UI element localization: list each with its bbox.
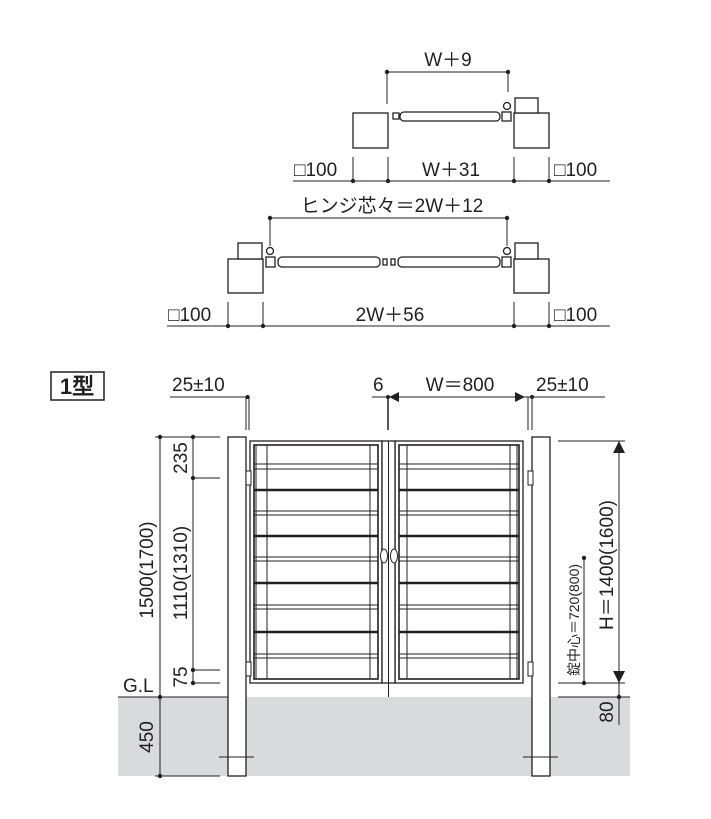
- gate-leaves: [245, 440, 534, 697]
- plan-single-gate: W＋9 □100 W＋31 □100: [293, 50, 610, 184]
- plan-single-post-right: □100: [554, 160, 597, 181]
- hinge: [527, 470, 534, 486]
- post-right: [513, 258, 550, 294]
- gate-leaf-left: [277, 256, 381, 268]
- hinge: [245, 661, 252, 677]
- ground: [118, 697, 630, 776]
- top-offset-dim: 235: [171, 442, 192, 474]
- gate-leaf: [249, 440, 383, 684]
- plan-double-top-dim: ヒンジ芯々＝2W＋12: [301, 195, 484, 217]
- type-label: 1型: [60, 374, 94, 399]
- width-dim: W＝800: [426, 375, 495, 396]
- plan-single-post-left: □100: [294, 160, 337, 181]
- gate-leaf: [394, 440, 524, 684]
- ground-label: G.L: [123, 676, 154, 697]
- post-height-dim: 1500(1700): [137, 521, 158, 618]
- gate-leaf-right: [397, 256, 501, 268]
- center-gap-dim: 6: [373, 375, 384, 396]
- gate-leaf: [399, 111, 501, 122]
- plan-double-gate: ヒンジ芯々＝2W＋12 □100 2W＋56 □100: [167, 195, 610, 329]
- post-left: [352, 112, 389, 149]
- plan-double-bottom-dim: 2W＋56: [356, 305, 425, 326]
- plan-double-post-right: □100: [554, 305, 597, 326]
- gap-right-dim: 25±10: [536, 375, 589, 396]
- post-left: [227, 258, 264, 294]
- type-label-box: [50, 371, 105, 401]
- ground-clearance-dim: 80: [597, 701, 618, 722]
- post-left: [227, 436, 247, 777]
- middle-dim: 1110(1310): [171, 526, 192, 620]
- plan-double-post-left: □100: [168, 305, 211, 326]
- lock-center-dim: 錠中心＝720(800): [566, 564, 582, 676]
- gap-left-dim: 25±10: [172, 375, 225, 396]
- leaf-frame: [253, 444, 379, 680]
- handle-left: [380, 548, 388, 564]
- leaf-frame: [398, 444, 520, 680]
- post-right: [513, 112, 550, 149]
- elevation: 1型 G.L 25±10 6 W＝800 25±10 1500(1700) 45…: [50, 371, 630, 779]
- gate-height-dim: H＝1400(1600): [597, 500, 618, 630]
- plan-single-bottom-dim: W＋31: [422, 160, 480, 181]
- hinge: [245, 470, 252, 486]
- post-right: [531, 436, 551, 777]
- bottom-offset-dim: 75: [171, 666, 192, 687]
- plan-single-top-dim: W＋9: [424, 50, 472, 71]
- embed-depth-dim: 450: [137, 721, 158, 753]
- hinge: [527, 661, 534, 677]
- handle-right: [390, 548, 398, 564]
